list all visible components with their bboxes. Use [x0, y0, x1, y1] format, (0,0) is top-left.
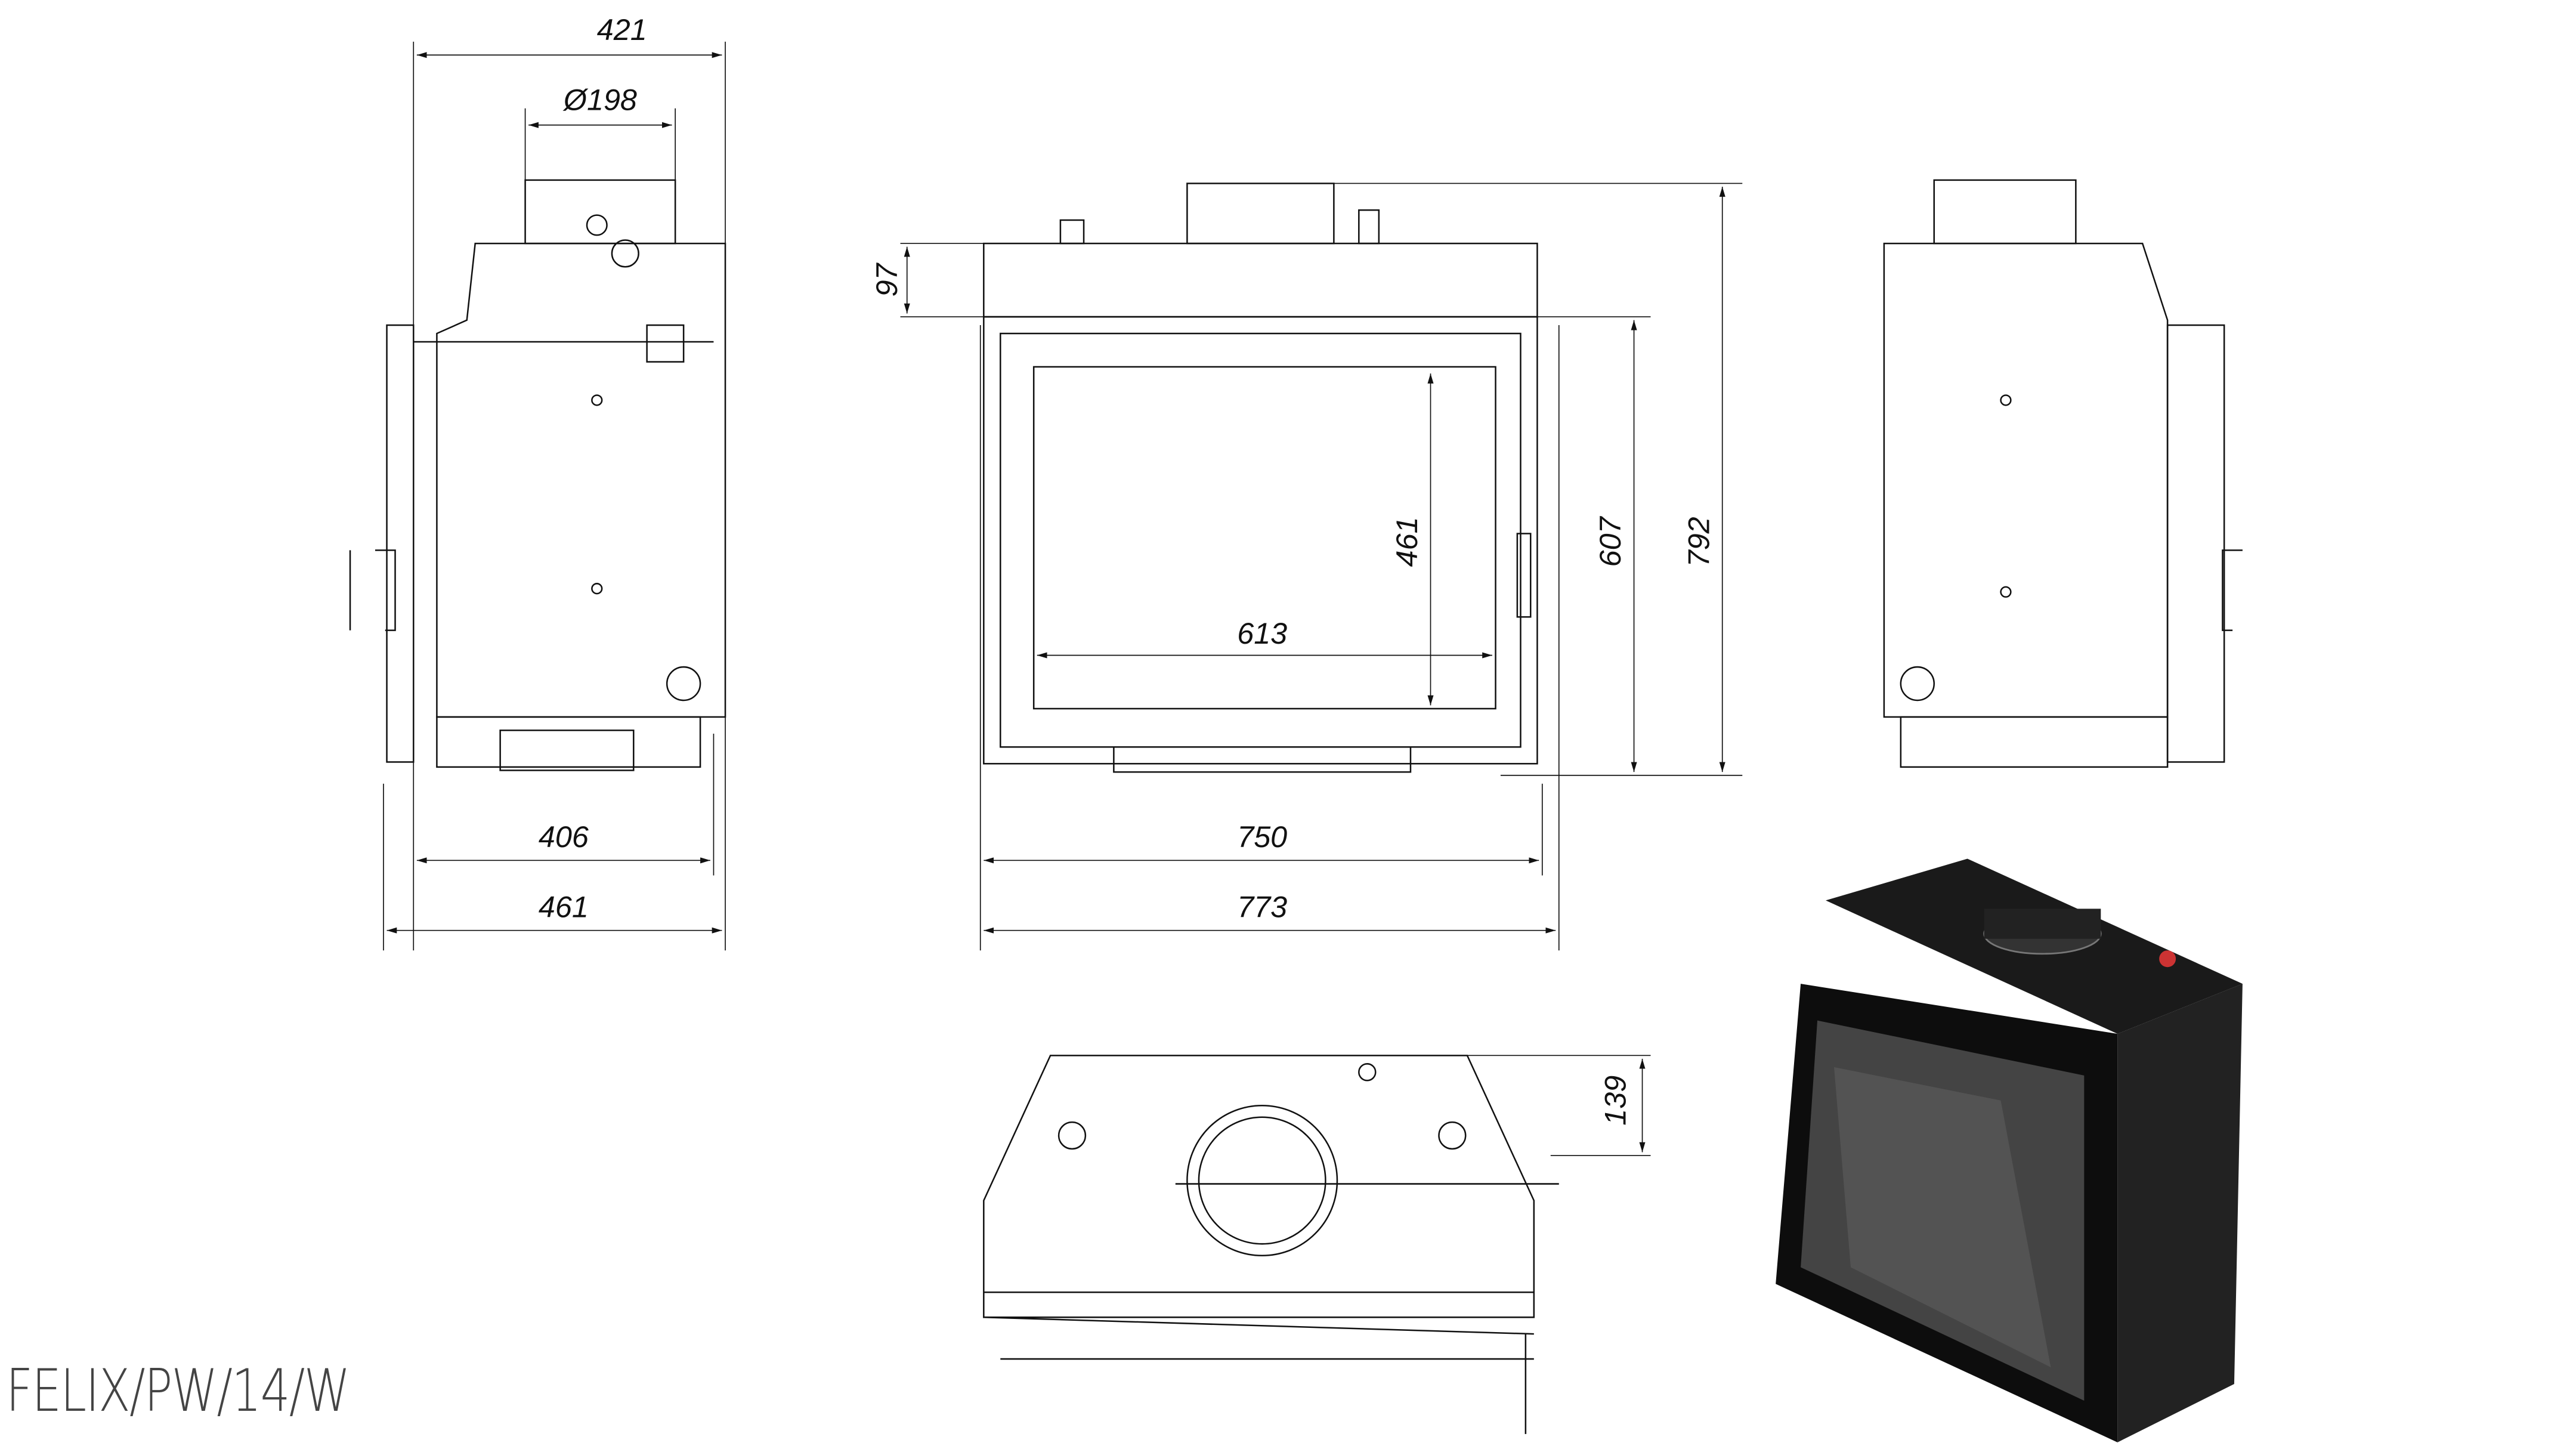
dim-773: 773 — [1237, 889, 1287, 923]
fireplace-3d-render — [1776, 858, 2243, 1442]
dim-flue-diameter: Ø198 — [562, 82, 637, 116]
dim-glass-width: 613 — [1237, 616, 1287, 650]
dim-406: 406 — [539, 820, 589, 854]
dim-607: 607 — [1593, 515, 1627, 567]
dim-750: 750 — [1237, 820, 1287, 854]
dim-139: 139 — [1598, 1076, 1632, 1126]
dim-461-side: 461 — [539, 889, 589, 923]
side-view-right — [1883, 179, 2243, 768]
side-view-left — [349, 41, 726, 951]
dim-97: 97 — [870, 262, 904, 297]
top-view — [983, 1055, 1651, 1434]
dim-glass-height: 461 — [1390, 517, 1424, 567]
dim-792: 792 — [1681, 517, 1715, 567]
dim-421: 421 — [597, 13, 647, 47]
model-title: FELIX/PW/14/W — [6, 1357, 350, 1425]
front-view — [900, 183, 1743, 951]
